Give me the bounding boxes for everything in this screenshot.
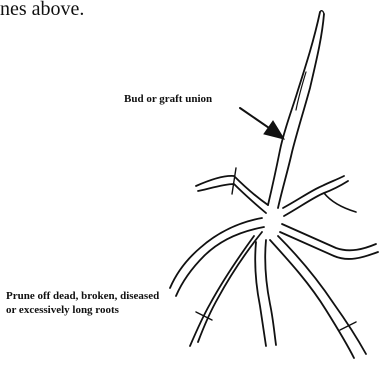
root-lower-left [190, 232, 262, 346]
main-stem [268, 11, 324, 208]
root-upper-left [196, 168, 268, 213]
root-left [170, 218, 264, 296]
bud-pointer-arrow [240, 108, 284, 139]
root-lower-middle [255, 240, 276, 346]
root-upper-right [283, 176, 356, 216]
root-lower-right [270, 236, 366, 358]
